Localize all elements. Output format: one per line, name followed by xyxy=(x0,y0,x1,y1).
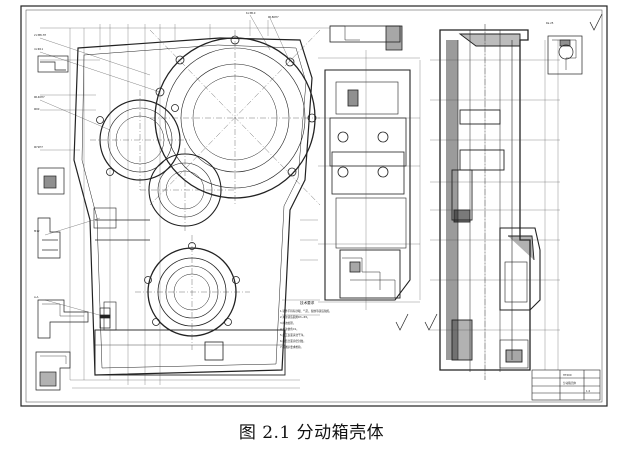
tech-req-line: 5.加工表面清洗干净。 xyxy=(280,333,306,337)
tech-req-line: 6.各结合面涂密封胶。 xyxy=(280,339,306,343)
svg-text:6×M10: 6×M10 xyxy=(246,11,256,15)
technical-requirements: 技术要求 1.铸件不得有砂眼、气孔、裂纹等铸造缺陷。 2.未注铸造圆角R3~R5… xyxy=(280,300,332,349)
tech-req-line: 1.铸件不得有砂眼、气孔、裂纹等铸造缺陷。 xyxy=(280,309,332,313)
side-view xyxy=(324,25,411,301)
svg-text:Φ180H7: Φ180H7 xyxy=(268,15,279,19)
svg-text:M12: M12 xyxy=(34,229,40,233)
svg-text:Φ140H7: Φ140H7 xyxy=(34,95,45,99)
title-block-scale: 1:2 xyxy=(586,389,591,393)
title-block xyxy=(531,369,601,401)
sheet-border xyxy=(20,5,608,407)
svg-text:Φ90: Φ90 xyxy=(34,107,40,111)
tech-req-line: 3.时效处理。 xyxy=(280,321,295,325)
detail-views xyxy=(35,55,111,391)
tech-req-line: 4.未注倒角C1。 xyxy=(280,327,299,331)
svg-text:A-A: A-A xyxy=(34,295,39,299)
section-view xyxy=(439,29,541,372)
tech-req-line: 2.未注铸造圆角R3~R5。 xyxy=(280,315,310,319)
figure-caption: 图 2.1 分动箱壳体 xyxy=(238,423,385,443)
tech-req-title: 技术要求 xyxy=(300,300,315,305)
svg-text:4×Φ11: 4×Φ11 xyxy=(34,47,44,51)
svg-text:2×M8-7H: 2×M8-7H xyxy=(34,33,46,37)
svg-text:Φ72H7: Φ72H7 xyxy=(34,145,43,149)
engineering-drawing: 2×M8-7H 4×Φ11 Φ140H7 Φ90 Φ72H7 M12 A-A 6… xyxy=(20,5,608,407)
title-block-part-name: 分动箱壳体 xyxy=(563,381,576,385)
surface-finish-mark: Ra 25 xyxy=(546,21,554,25)
title-block-material: HT200 xyxy=(563,373,572,377)
tech-req-line: 7.按图示要求检验。 xyxy=(280,345,303,349)
